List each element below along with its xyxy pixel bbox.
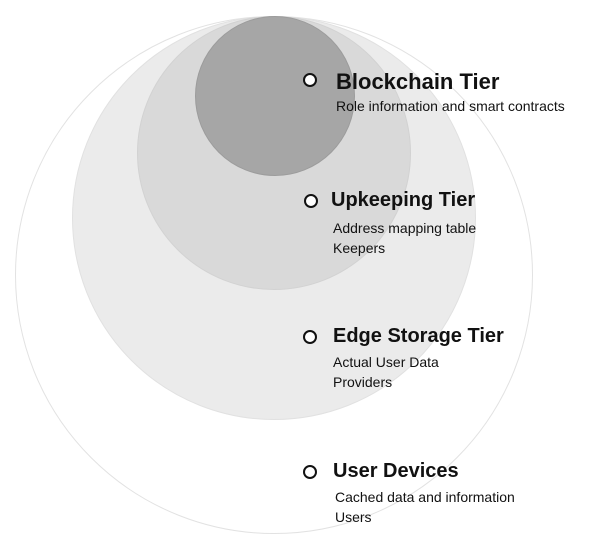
- blockchain-bullet-icon: [303, 73, 317, 87]
- edge-storage-tier-title: Edge Storage Tier: [333, 325, 504, 347]
- upkeeping-tier-line: Address mapping table: [333, 220, 477, 236]
- edge-storage-tier-description: Actual User Data Providers: [333, 352, 439, 392]
- user-devices-tier-description: Cached data and information Users: [335, 487, 515, 527]
- user-devices-bullet-icon: [303, 465, 317, 479]
- upkeeping-tier-line: Keepers: [333, 240, 386, 256]
- upkeeping-tier-description: Address mapping table Keepers: [333, 218, 476, 258]
- blockchain-tier-line: Role information and smart contracts: [336, 98, 565, 114]
- user-devices-tier-line: Users: [335, 509, 372, 525]
- user-devices-tier-line: Cached data and information: [335, 489, 515, 505]
- blockchain-circle: [195, 16, 355, 176]
- edge-storage-tier-line: Providers: [333, 374, 393, 390]
- upkeeping-tier-title: Upkeeping Tier: [331, 189, 476, 211]
- edge-storage-bullet-icon: [303, 330, 317, 344]
- user-devices-tier-title: User Devices: [333, 460, 459, 482]
- blockchain-tier-title: Blockchain Tier: [336, 69, 500, 94]
- upkeeping-bullet-icon: [304, 194, 318, 208]
- blockchain-tier-description: Role information and smart contracts: [336, 96, 565, 116]
- edge-storage-tier-line: Actual User Data: [333, 354, 439, 370]
